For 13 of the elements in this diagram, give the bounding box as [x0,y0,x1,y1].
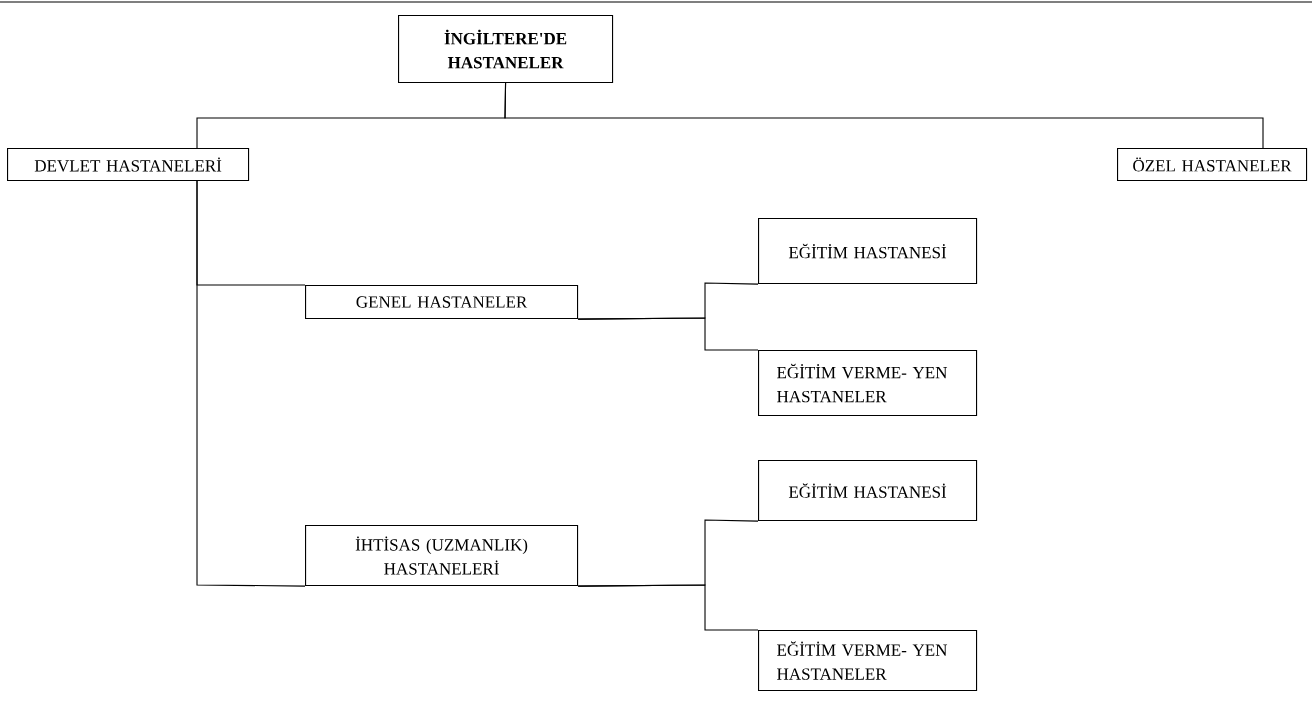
title-box: İNGİLTERE'DE HASTANELER [398,15,614,84]
hospital-box: EĞİTİM HASTANESİ [758,460,978,522]
hospital-box: DEVLET HASTANELERİ [7,148,250,182]
connector-line [504,82,1264,149]
hospital-box: İHTİSAS (UZMANLIK) HASTANELERİ [305,525,579,587]
connector-line [577,584,759,631]
hospital-box: EĞİTİM HASTANESİ [758,218,978,285]
hospital-box: EĞİTİM VERME- YEN HASTANELER [758,630,978,692]
hospital-box: GENEL HASTANELER [305,285,579,320]
hospital-box: EĞİTİM VERME- YEN HASTANELER [758,350,978,417]
connector-line [577,317,759,351]
hospital-box: ÖZEL HASTANELER [1117,148,1308,182]
connector-line [196,179,306,587]
